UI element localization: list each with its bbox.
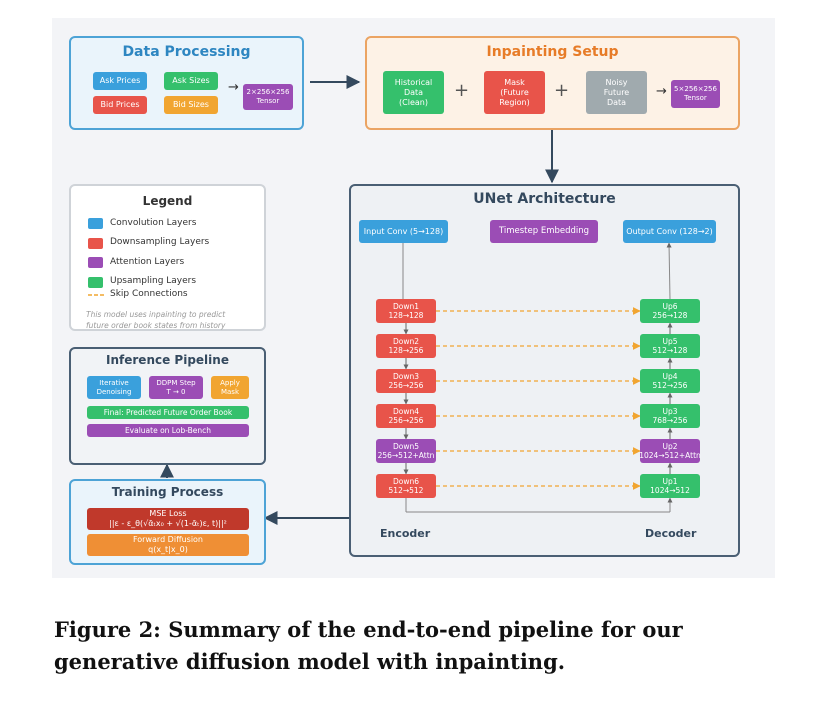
up-block-3: Up3 768→256 [640,404,700,428]
connector-arrows [160,75,559,525]
pipeline-diagram: Data Processing Ask Prices Ask Sizes Bid… [52,18,775,578]
legend-title: Legend [142,194,193,208]
apply-mask-block: Apply Mask [211,376,249,399]
down-block-4: Down4 256→256 [376,404,436,428]
bid-sizes-block: Bid Sizes [164,96,218,114]
figure-caption: Figure 2: Summary of the end-to-end pipe… [54,617,683,674]
legend-swatch [88,276,103,288]
legend-label: Convolution Layers [110,217,197,228]
data-processing-panel: Data Processing Ask Prices Ask Sizes Bid… [69,36,304,130]
up-block-4: Up4 512→256 [640,369,700,393]
data-processing-arrow: → [228,80,239,95]
down-block-1: Down1 128→128 [376,299,436,323]
up6-to-output-line [666,242,672,300]
legend-skip-label: Skip Connections [110,289,188,299]
historical-data-block: Historical Data (Clean) [383,71,444,114]
legend-label: Attention Layers [110,256,185,267]
down-block-6: Down6 512→512 [376,474,436,498]
legend-swatch [88,237,103,249]
unet-architecture-panel: UNet Architecture Input Conv (5→128) Tim… [349,184,740,557]
down-block-5: Down5 256→512+Attn [376,439,436,463]
training-title: Training Process [111,485,224,499]
inpainting-setup-panel: Inpainting Setup Historical Data (Clean)… [365,36,740,130]
ask-sizes-block: Ask Sizes [164,72,218,90]
evaluate-block: Evaluate on Lob-Bench [87,424,249,437]
legend-label: Downsampling Layers [110,237,210,247]
forward-diffusion-block: Forward Diffusion q(x_t|x_0) [87,534,249,556]
up-block-1: Up1 1024→512 [640,474,700,498]
encoder-label: Encoder [380,527,431,540]
mask-block: Mask (Future Region) [484,71,545,114]
inference-title: Inference Pipeline [106,353,229,367]
legend-skip-dash [88,294,106,296]
legend-label: Upsampling Layers [110,276,197,286]
legend-swatch [88,257,103,268]
training-process-panel: Training Process MSE Loss ||ε - ε_θ(√ᾱₜx… [69,479,266,565]
legend-note: This model uses inpainting to predict fu… [86,310,226,330]
inpainting-setup-title: Inpainting Setup [486,44,619,60]
input-conv-block: Input Conv (5→128) [359,220,448,243]
bid-prices-block: Bid Prices [93,96,147,114]
inpainting-arrow: → [656,84,667,99]
unet-title: UNet Architecture [473,191,616,207]
up-block-5: Up5 512→128 [640,334,700,358]
final-prediction-block: Final: Predicted Future Order Book [87,406,249,419]
mse-loss-block: MSE Loss ||ε - ε_θ(√ᾱₜx₀ + √(1-ᾱₜ)ε, t)|… [87,508,249,530]
unet-connections [402,242,673,513]
timestep-embedding-block: Timestep Embedding [490,220,598,243]
inference-pipeline-panel: Inference Pipeline Iterative Denoising D… [69,347,266,465]
legend-swatch [88,218,103,229]
plus-sign-2: + [554,80,570,101]
data-processing-title: Data Processing [122,44,251,60]
noisy-future-block: Noisy Future Data [586,71,647,114]
data-tensor-block: 2×256×256 Tensor [243,84,293,110]
inpainting-tensor-block: 5×256×256 Tensor [671,80,720,108]
ddpm-step-block: DDPM Step T → 0 [149,376,203,399]
down-block-2: Down2 128→256 [376,334,436,358]
up-block-2: Up2 1024→512+Attn [639,439,701,463]
up-block-6: Up6 256→128 [640,299,700,323]
output-conv-block: Output Conv (128→2) [623,220,716,243]
ask-prices-block: Ask Prices [93,72,147,90]
decoder-label: Decoder [645,527,697,540]
plus-sign-1: + [454,80,470,101]
down-block-3: Down3 256→256 [376,369,436,393]
iterative-denoising-block: Iterative Denoising [87,376,141,399]
